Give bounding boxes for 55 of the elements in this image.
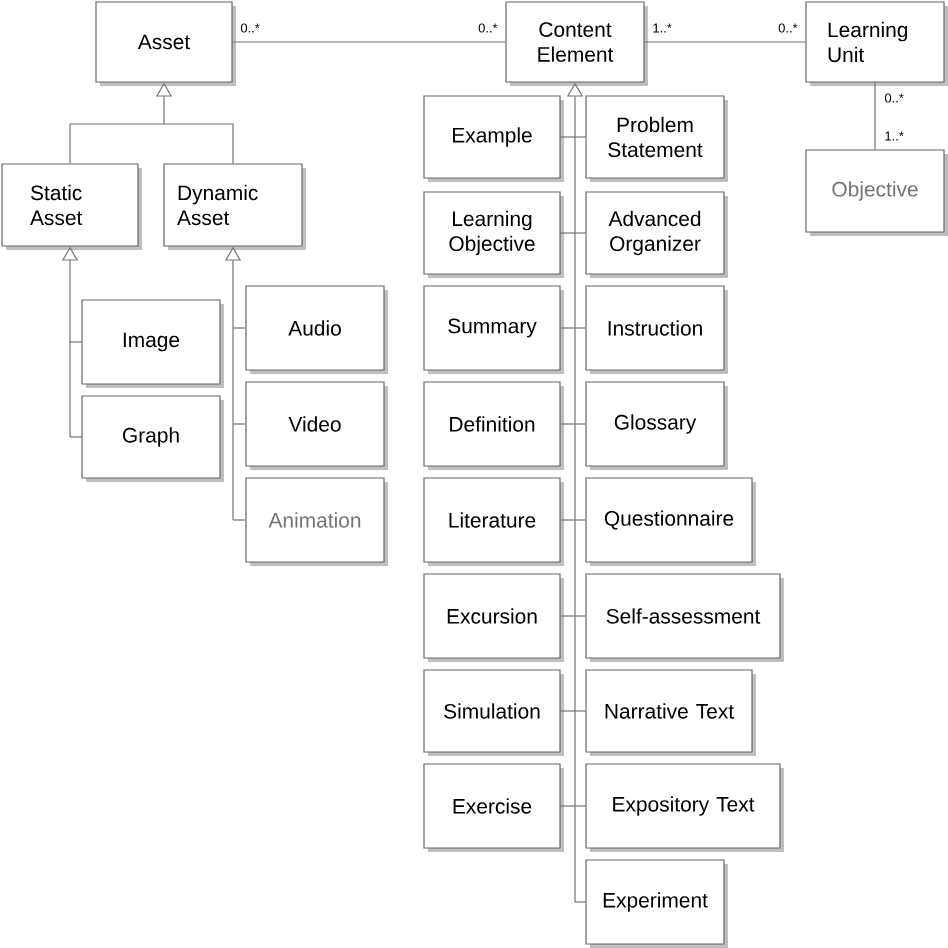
connector-line <box>560 423 576 425</box>
class-box: Summary <box>423 285 564 374</box>
connector-line <box>232 327 246 329</box>
class-box: Expository Text <box>585 763 784 852</box>
connector-line <box>560 519 576 521</box>
connector-line <box>574 423 586 425</box>
class-box: Dynamic Asset <box>163 163 306 250</box>
class-box: Definition <box>423 381 564 470</box>
class-box: Glossary <box>585 381 728 470</box>
connector-line <box>574 327 586 329</box>
class-box: Learning Objective <box>423 191 564 278</box>
class-box: Asset <box>95 1 236 86</box>
class-box: Animation <box>245 477 388 566</box>
association-line <box>874 82 876 150</box>
class-box: Experiment <box>585 859 728 948</box>
connector-line <box>574 232 586 234</box>
class-box: Simulation <box>423 669 564 756</box>
class-box: Exercise <box>423 763 564 852</box>
connector-line <box>574 136 586 138</box>
class-box: Example <box>423 95 564 182</box>
class-box: Audio <box>245 285 388 374</box>
class-box: Narrative Text <box>585 669 756 756</box>
class-box: Questionnaire <box>585 477 756 566</box>
connector-line <box>69 123 165 164</box>
class-box: Excursion <box>423 573 564 662</box>
connector-line <box>574 901 586 903</box>
connector-line <box>574 710 586 712</box>
connector-line <box>560 136 576 138</box>
connector-line <box>574 519 586 521</box>
class-box: Video <box>245 381 388 470</box>
class-box: Image <box>81 299 224 388</box>
connector-line <box>574 615 586 617</box>
class-box: Problem Statement <box>585 95 728 182</box>
connector-line <box>232 423 246 425</box>
class-box: Objective <box>805 149 948 236</box>
association-line <box>644 41 806 43</box>
class-box: Instruction <box>585 285 728 374</box>
class-box: Advanced Organizer <box>585 191 728 278</box>
connector-line <box>574 805 586 807</box>
class-box: Static Asset <box>1 163 142 250</box>
connector-line <box>560 232 576 234</box>
class-box: Self-assessment <box>585 573 784 662</box>
association-line <box>232 41 506 43</box>
connector-line <box>69 436 82 438</box>
connector-line <box>232 519 246 521</box>
connector-line <box>560 805 576 807</box>
connector-line <box>69 341 82 343</box>
class-box: Learning Unit <box>805 1 948 86</box>
class-box: Content Element <box>505 1 648 86</box>
connector-line <box>560 710 576 712</box>
class-box: Literature <box>423 477 564 566</box>
connector-line <box>560 327 576 329</box>
connector-line <box>163 123 234 164</box>
class-box: Graph <box>81 395 224 482</box>
connector-line <box>560 615 576 617</box>
